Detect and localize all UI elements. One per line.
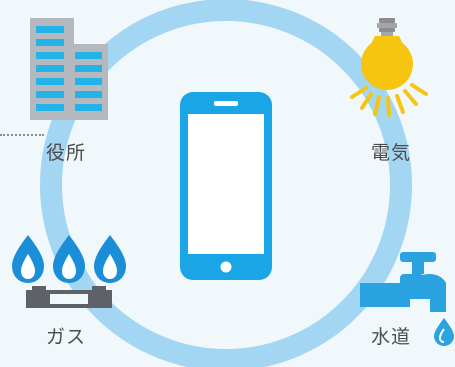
water-faucet-icon [360, 252, 454, 346]
connection-ring [40, 0, 412, 367]
smartphone-icon [180, 92, 272, 280]
label-water: 水道 [371, 326, 412, 348]
label-electricity: 電気 [371, 142, 412, 164]
label-city-office: 役所 [46, 142, 87, 164]
label-gas: ガス [46, 326, 87, 348]
dotted-connector [0, 134, 44, 136]
gas-stove-icon [12, 235, 126, 308]
lightbulb-icon [350, 18, 428, 117]
building-icon [30, 18, 108, 120]
